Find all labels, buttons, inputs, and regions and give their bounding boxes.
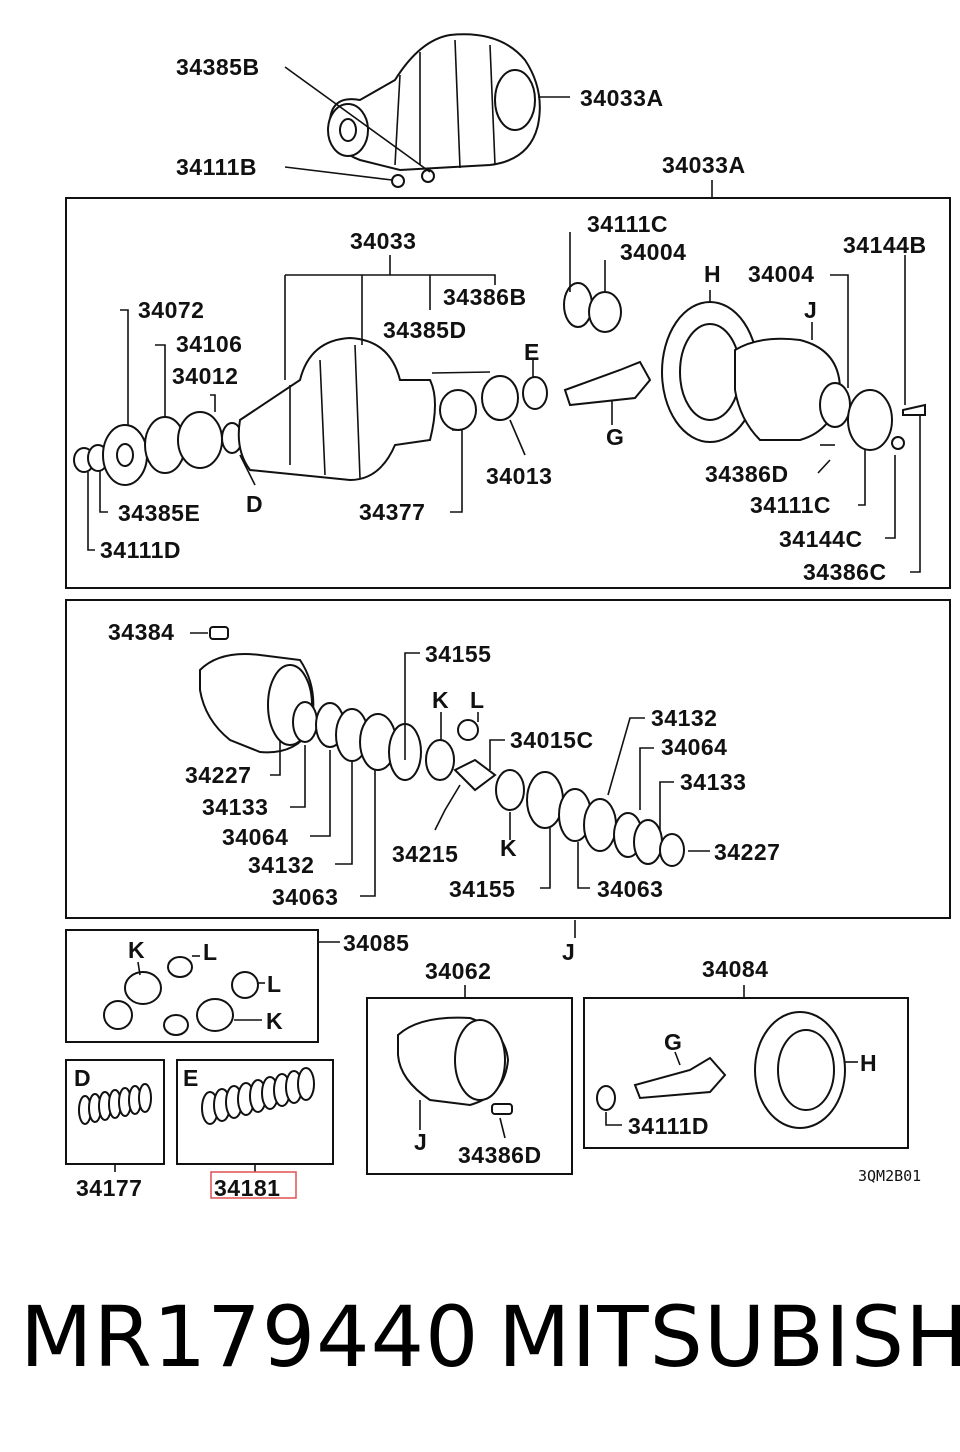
label-34385E: 34385E <box>118 500 200 526</box>
label-34013: 34013 <box>486 463 552 489</box>
label-34384: 34384 <box>108 619 174 645</box>
label-G-a: G <box>606 424 624 450</box>
label-34215: 34215 <box>392 841 458 867</box>
box-34062-parts: 34062 J 34386D <box>397 958 542 1168</box>
box1-parts: 34033 34111C 34004 34144B 34072 34386B H… <box>73 211 927 585</box>
label-34064-r: 34064 <box>661 734 727 760</box>
label-34111B: 34111B <box>176 154 257 180</box>
label-34227-r: 34227 <box>714 839 780 865</box>
label-J-a: J <box>804 297 817 323</box>
label-34177: 34177 <box>76 1175 142 1201</box>
highlight-box-34181 <box>210 1171 297 1199</box>
label-34144B: 34144B <box>843 232 927 258</box>
label-34064-l: 34064 <box>222 824 288 850</box>
label-34111C-b: 34111C <box>750 492 831 518</box>
label-34133-r: 34133 <box>680 769 746 795</box>
label-H-a: H <box>704 261 721 287</box>
shims-D: D 34177 <box>74 1065 152 1201</box>
box-34062 <box>366 997 573 1175</box>
label-34132-r: 34132 <box>651 705 717 731</box>
label-34004-b: 34004 <box>748 261 814 287</box>
label-34227-l: 34227 <box>185 762 251 788</box>
label-G-b: G <box>664 1029 682 1055</box>
label-34386B: 34386B <box>443 284 527 310</box>
label-34085: 34085 <box>343 930 409 956</box>
label-34111C-a: 34111C <box>587 211 668 237</box>
label-34181: 34181 <box>214 1175 280 1201</box>
label-34033A-top-right: 34033A <box>580 85 664 111</box>
label-34015C: 34015C <box>510 727 594 753</box>
label-34144C: 34144C <box>779 526 863 552</box>
label-34111D-b: 34111D <box>628 1113 709 1139</box>
label-L-c: L <box>267 971 282 997</box>
label-34004-a: 34004 <box>620 239 686 265</box>
label-34386D-a: 34386D <box>705 461 789 487</box>
top-carrier-assembly: 34385B 34033A 34111B 34033A <box>176 33 746 198</box>
shims-E: E 34181 <box>183 1065 315 1201</box>
label-34133-l: 34133 <box>202 794 268 820</box>
label-H-b: H <box>860 1050 877 1076</box>
box-34084-parts: 34084 G H 34111D <box>596 956 877 1139</box>
box-differential <box>65 599 951 919</box>
label-D-b: D <box>74 1065 91 1091</box>
box-34084 <box>583 997 909 1149</box>
part-number: MR179440 <box>20 1288 480 1386</box>
label-34155-b: 34155 <box>449 876 515 902</box>
label-D-a: D <box>246 491 263 517</box>
label-34012: 34012 <box>172 363 238 389</box>
label-34385D: 34385D <box>383 317 467 343</box>
label-34033: 34033 <box>350 228 416 254</box>
label-34072: 34072 <box>138 297 204 323</box>
label-L-a: L <box>470 687 485 713</box>
label-34033A: 34033A <box>662 152 746 178</box>
diagram-reference-code: 3QM2B01 <box>858 1167 921 1185</box>
label-K-a: K <box>432 687 449 713</box>
label-K-d: K <box>266 1008 283 1034</box>
label-34084: 34084 <box>702 956 768 982</box>
label-34155-a: 34155 <box>425 641 491 667</box>
label-34106: 34106 <box>176 331 242 357</box>
label-E-a: E <box>524 339 540 365</box>
label-34132-l: 34132 <box>248 852 314 878</box>
label-L-b: L <box>203 939 218 965</box>
label-K-c: K <box>128 937 145 963</box>
brand-name: MITSUBISHI <box>498 1288 960 1386</box>
label-E-b: E <box>183 1065 199 1091</box>
label-J-c: J <box>414 1129 427 1155</box>
label-34063-l: 34063 <box>272 884 338 910</box>
label-34062: 34062 <box>425 958 491 984</box>
label-J-b: J <box>562 939 575 965</box>
label-34063-r: 34063 <box>597 876 663 902</box>
label-K-b: K <box>500 835 517 861</box>
box-34085-parts: 34085 K L L K <box>103 930 409 1036</box>
label-34386D-b: 34386D <box>458 1142 542 1168</box>
label-34111D-a: 34111D <box>100 537 181 563</box>
box2-parts: 34384 34155 K L 34015C 34132 34064 34133… <box>108 619 780 965</box>
box-34033A <box>65 197 951 589</box>
label-34386C: 34386C <box>803 559 887 585</box>
label-34385B: 34385B <box>176 54 260 80</box>
label-34377: 34377 <box>359 499 425 525</box>
box-34085 <box>65 929 319 1043</box>
